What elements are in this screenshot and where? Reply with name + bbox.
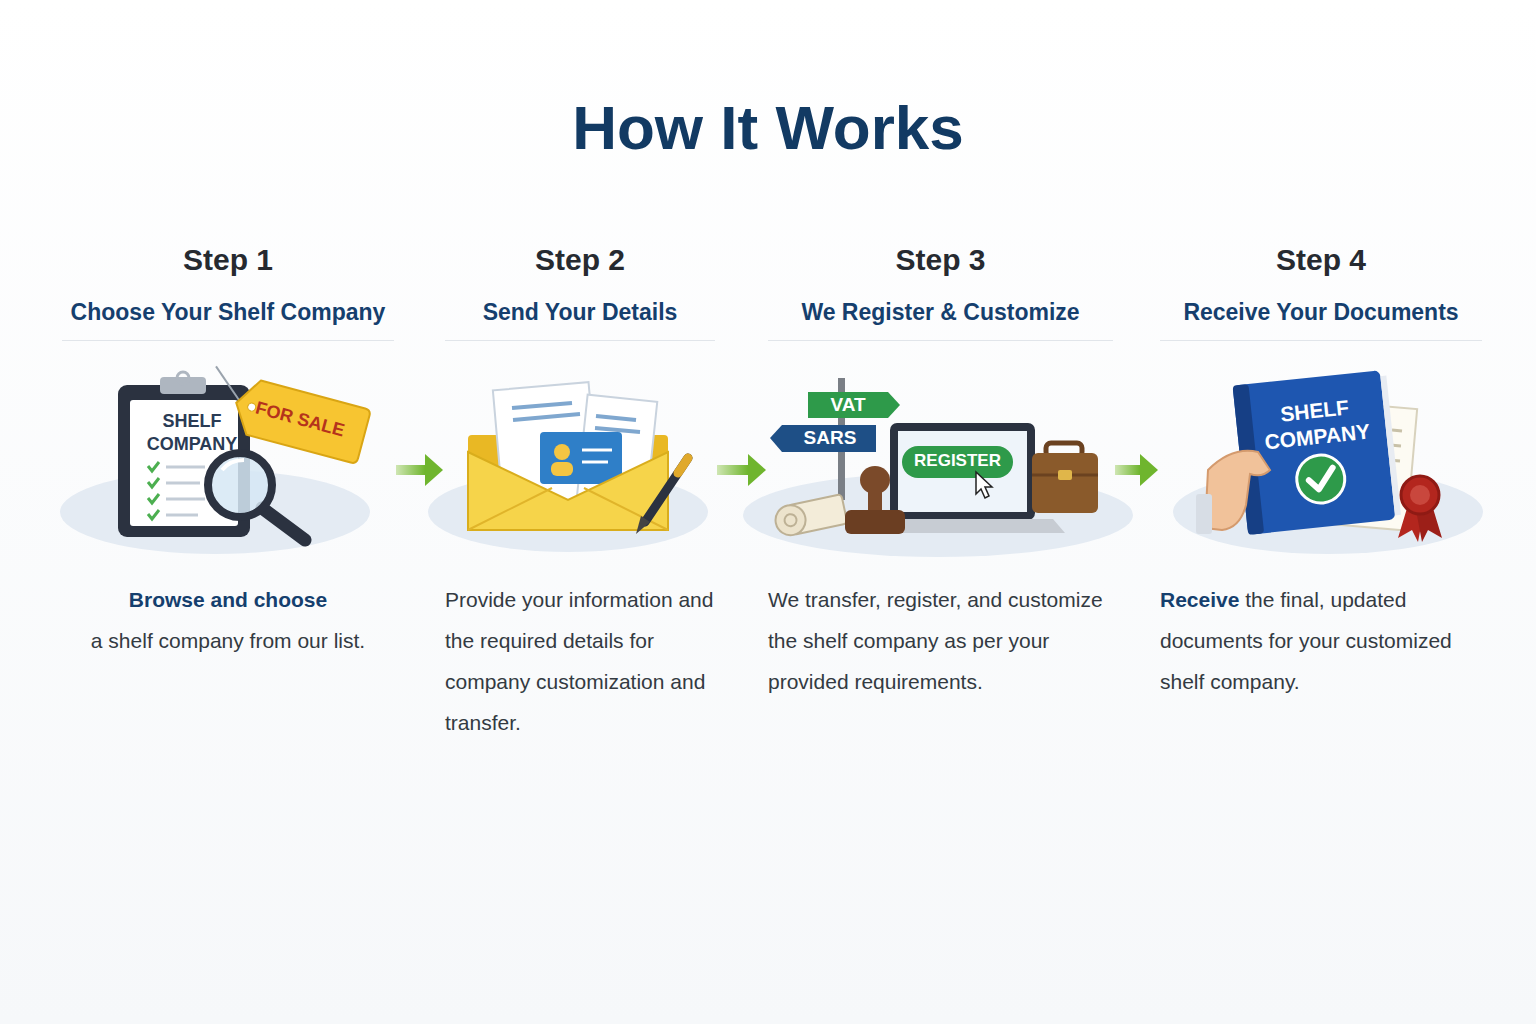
body-emphasis: Browse and choose [62,579,394,620]
body-emphasis: Receive [1160,588,1239,611]
step-number: Step 3 [768,238,1113,282]
illustration-label: VAT [808,393,888,417]
step-number: Step 4 [1160,238,1482,282]
step-column: Step 2 Send Your DetailsProvide your info… [445,238,715,743]
step-body: Provide your information and the require… [445,579,715,743]
scroll-icon [773,494,848,538]
step-heading: Send Your Details [445,296,715,341]
body-text: a shelf company from our list. [62,620,394,661]
illustration-slot [62,341,394,579]
step-number: Step 2 [445,238,715,282]
illustration-slot [445,341,715,579]
flow-arrow [717,454,766,486]
step-heading: Choose Your Shelf Company [62,296,394,341]
step-body: Receive the final, updated documents for… [1160,579,1482,702]
envelope-icon [468,382,668,530]
briefcase-icon [1032,443,1098,513]
hand-icon [1196,451,1270,534]
signpost-icon [770,378,900,500]
step-number: Step 1 [62,238,394,282]
magnifier-icon [208,453,305,540]
seal-icon [1398,476,1442,542]
flow-arrow [1115,454,1158,486]
step-heading: We Register & Customize [768,296,1113,341]
illustration-label: REGISTER [902,450,1013,471]
body-text: We transfer, register, and customize the… [768,579,1113,702]
step-column: Step 4 Receive Your DocumentsReceive the … [1160,238,1482,702]
pen-icon [636,458,688,534]
flow-arrow [396,454,443,486]
body-text: Provide your information and the require… [445,579,715,743]
illustration-label: SHELF COMPANY [136,410,248,456]
stamp-icon [845,466,905,534]
illustration-slot [1160,341,1482,579]
illustration-label: SARS [784,426,876,450]
step-body: We transfer, register, and customize the… [768,579,1113,702]
page-title: How It Works [0,88,1536,168]
step-body: Browse and choosea shelf company from ou… [62,579,394,661]
step-heading: Receive Your Documents [1160,296,1482,341]
